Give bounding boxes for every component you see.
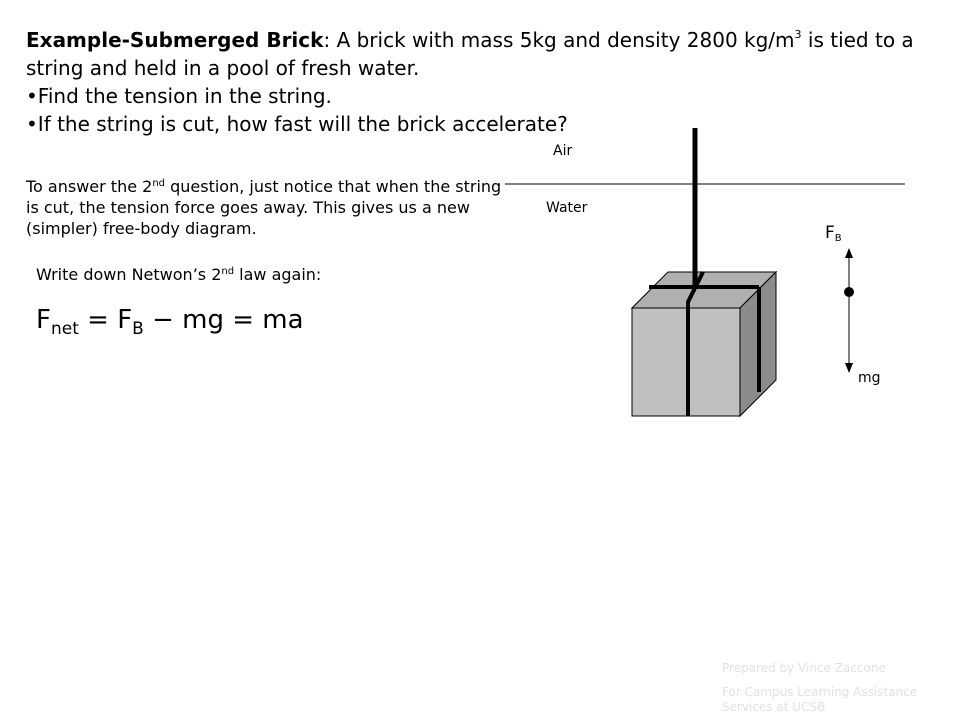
- para-text-a: To answer the 2: [26, 177, 153, 196]
- problem-text-b: is tied to a string and held in a pool o…: [26, 28, 914, 80]
- newton-instruction: Write down Netwon’s 2nd law again:: [36, 264, 321, 285]
- newton-superscript: nd: [221, 266, 235, 277]
- buoyant-force-label: FB: [825, 223, 842, 244]
- cubed-superscript: 3: [794, 28, 802, 41]
- eq-f: F: [36, 305, 51, 335]
- newton-equation: Fnet = FB − mg = ma: [36, 302, 304, 347]
- eq-b-subscript: B: [132, 319, 144, 339]
- fb-subscript: B: [834, 233, 842, 244]
- para-superscript: nd: [152, 178, 166, 189]
- fb-f: F: [825, 223, 835, 243]
- buoyant-force-arrowhead: [845, 248, 853, 258]
- bullet-tension: •Find the tension in the string.: [26, 84, 332, 108]
- eq-rest: − mg = ma: [143, 305, 304, 335]
- problem-text-a: A brick with mass 5kg and density 2800 k…: [336, 28, 795, 52]
- credit-author: Prepared by Vince Zaccone: [722, 661, 886, 675]
- weight-force-arrowhead: [845, 363, 853, 373]
- explanation-paragraph: To answer the 2nd question, just notice …: [26, 176, 506, 239]
- problem-statement: Example-Submerged Brick: A brick with ma…: [26, 26, 936, 138]
- credit-organization: For Campus Learning Assistance Services …: [722, 685, 918, 714]
- newton-text-b: law again:: [234, 265, 322, 284]
- water-label: Water: [546, 200, 588, 216]
- center-of-mass-dot: [844, 287, 854, 297]
- weight-label: mg: [858, 370, 881, 386]
- para-text-b: question, just notice that when the stri…: [26, 177, 502, 238]
- newton-text-a: Write down Netwon’s 2: [36, 265, 222, 284]
- bullet-acceleration: •If the string is cut, how fast will the…: [26, 112, 568, 136]
- eq-net-subscript: net: [50, 319, 79, 339]
- title-colon: :: [323, 28, 337, 52]
- string-front-band: [686, 271, 705, 416]
- problem-title: Example-Submerged Brick: [26, 28, 324, 52]
- air-label: Air: [553, 143, 573, 159]
- eq-equals-f: = F: [78, 305, 133, 335]
